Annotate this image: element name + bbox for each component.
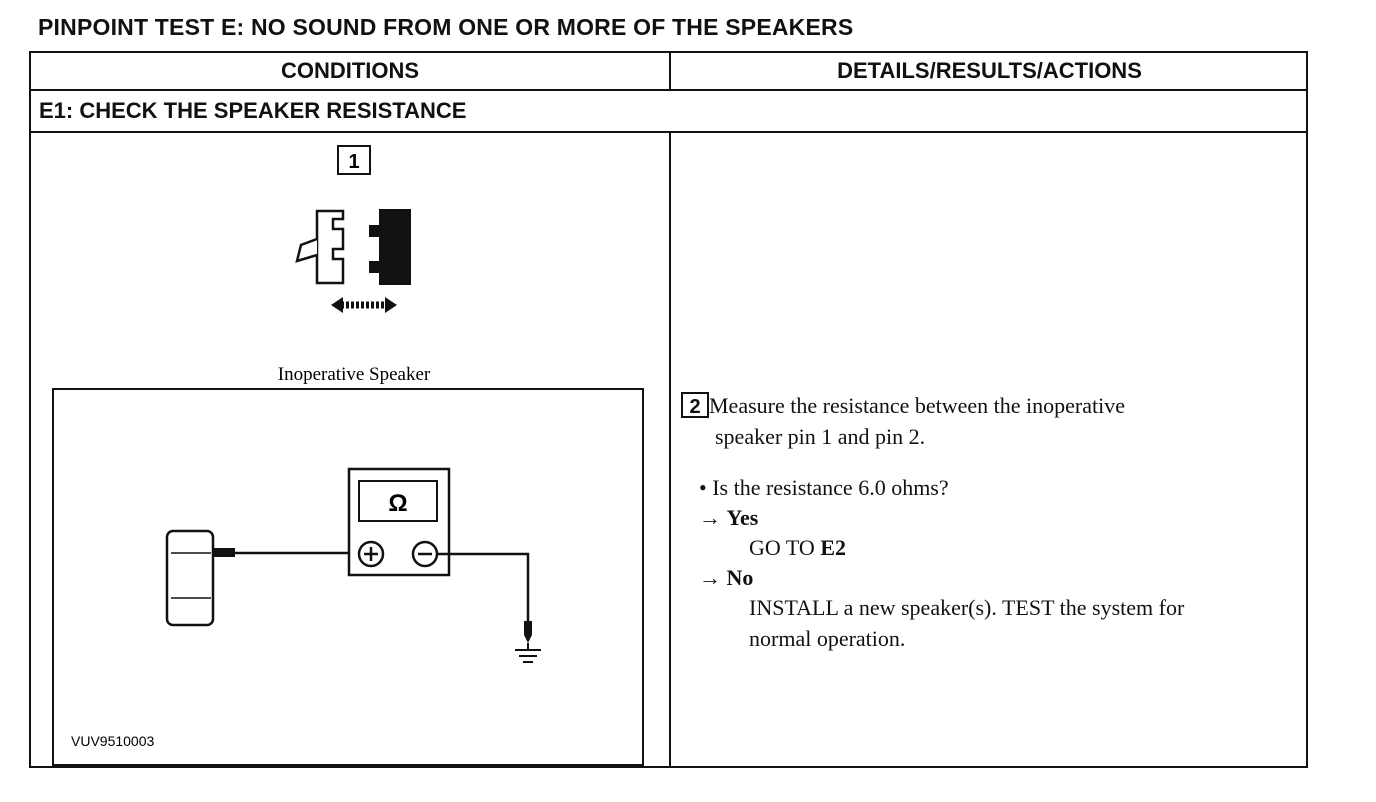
connector-disconnect-icon [295,209,411,313]
no-action-line1: INSTALL a new speaker(s). TEST the syste… [749,595,1185,620]
header-conditions: CONDITIONS [280,58,420,83]
resistance-question: • Is the resistance 6.0 ohms? [699,475,949,500]
yes-branch: → Yes [699,502,758,533]
figure-code: VUV9510003 [71,733,155,749]
no-label: No [726,565,754,590]
step1-number: 1 [348,151,359,173]
column-divider [669,133,671,766]
yes-action: GO TO E2 [749,532,846,563]
yes-action-prefix: GO TO [749,535,821,560]
no-action-line2: normal operation. [749,626,906,651]
pinpoint-table: CONDITIONS DETAILS/RESULTS/ACTIONS E1: C… [29,51,1308,768]
step1-box [337,145,371,175]
yes-action-target: E2 [820,535,846,560]
step-rule [31,131,1306,133]
step2-line2: speaker pin 1 and pin 2. [715,424,926,449]
ohmmeter-icon: Ω [347,467,451,577]
ground-icon [515,643,541,663]
step2-line1: Measure the resistance between the inope… [709,393,1125,418]
header-details: DETAILS/RESULTS/ACTIONS [837,58,1142,83]
step2-box: 2 [681,392,709,418]
speaker-icon [165,529,235,627]
probe-tip-icon [524,621,532,643]
page-title: PINPOINT TEST E: NO SOUND FROM ONE OR MO… [38,14,854,40]
speaker-label: Inoperative Speaker [278,364,431,385]
header-divider [669,53,671,89]
header-rule [31,89,1306,91]
no-branch: → No [699,562,753,593]
conditions-diagram: 1 Inoperative Speaker [52,145,644,766]
no-arrow: → [699,565,721,590]
figure-frame [52,388,644,766]
yes-label: Yes [726,505,759,530]
step-title: E1: CHECK THE SPEAKER RESISTANCE [39,98,467,123]
test-lead-negative [437,552,530,623]
ohm-symbol: Ω [388,490,407,517]
yes-arrow: → [699,505,721,530]
